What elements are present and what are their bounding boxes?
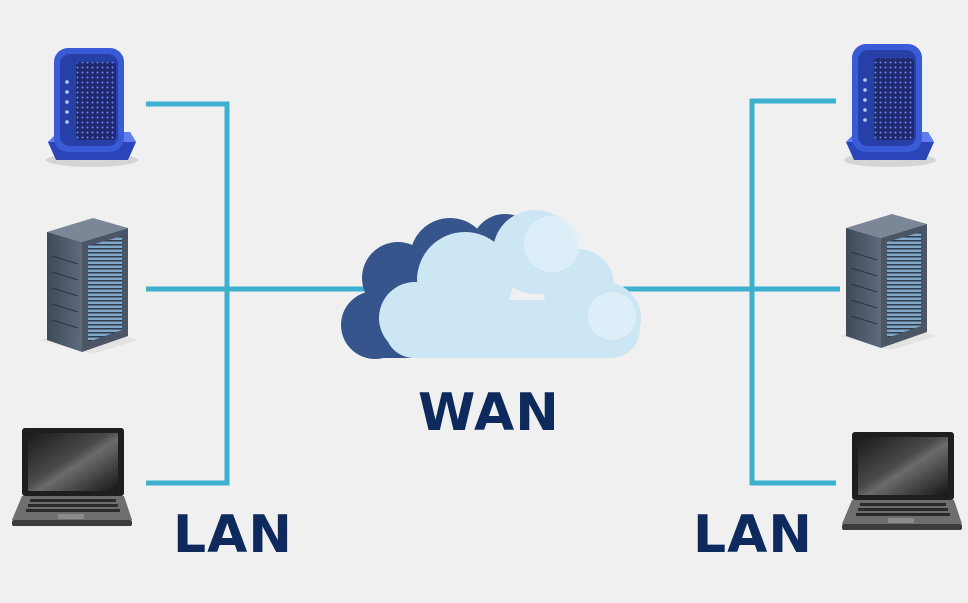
right-server bbox=[839, 214, 937, 350]
left-modem bbox=[46, 48, 138, 167]
wan-label: WAN bbox=[418, 383, 560, 443]
right-laptop bbox=[842, 432, 962, 530]
lan-left-label: LAN bbox=[173, 505, 293, 565]
right-modem-link bbox=[749, 98, 836, 486]
link-lines bbox=[146, 98, 840, 486]
left-modem-link bbox=[146, 101, 230, 486]
wan-cloud bbox=[341, 210, 641, 359]
left-server bbox=[40, 218, 138, 354]
right-modem bbox=[844, 44, 936, 167]
lan-right-label: LAN bbox=[693, 505, 813, 565]
left-laptop bbox=[12, 428, 132, 526]
